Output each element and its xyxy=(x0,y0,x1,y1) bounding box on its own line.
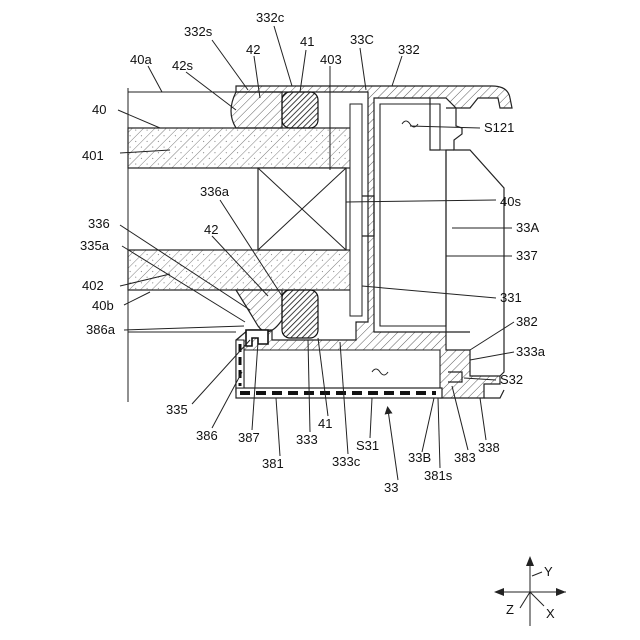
label-41-top: 41 xyxy=(300,34,314,49)
leader-332 xyxy=(392,56,402,86)
label-331: 331 xyxy=(500,290,522,305)
axis-y-arrow xyxy=(526,556,534,566)
leader-338 xyxy=(480,398,486,440)
leader-332c xyxy=(274,26,292,86)
label-41-bottom: 41 xyxy=(318,416,332,431)
leader-S31 xyxy=(370,398,372,438)
label-336: 336 xyxy=(88,216,110,231)
leader-333a xyxy=(470,352,514,360)
label-382: 382 xyxy=(516,314,538,329)
top-gasket-41 xyxy=(282,92,318,128)
label-S32: S32 xyxy=(500,372,523,387)
leader-33B xyxy=(422,398,434,452)
label-S121: S121 xyxy=(484,120,514,135)
label-42s: 42s xyxy=(172,58,193,73)
label-401: 401 xyxy=(82,148,104,163)
inner-cladding-337 xyxy=(446,150,470,332)
label-338: 338 xyxy=(478,440,500,455)
top-seal-42 xyxy=(231,92,282,128)
glass-pane-401 xyxy=(128,128,358,168)
axis-z-leader xyxy=(520,592,530,608)
label-40s: 40s xyxy=(500,194,521,209)
label-333: 333 xyxy=(296,432,318,447)
label-381s: 381s xyxy=(424,468,453,483)
axis-x-leader xyxy=(530,592,544,606)
bottom-gasket-41 xyxy=(282,290,318,338)
axis-y-label: Y xyxy=(544,564,553,579)
label-33B: 33B xyxy=(408,450,431,465)
leader-381s xyxy=(438,398,440,468)
leader-33 xyxy=(388,410,398,480)
leader-42s xyxy=(186,72,236,110)
axis-x-label: X xyxy=(546,606,555,621)
label-33A: 33A xyxy=(516,220,539,235)
label-33: 33 xyxy=(384,480,398,495)
label-386a: 386a xyxy=(86,322,116,337)
axis-x-arrow-right xyxy=(556,588,566,596)
label-337: 337 xyxy=(516,248,538,263)
label-40: 40 xyxy=(92,102,106,117)
label-333a: 333a xyxy=(516,344,546,359)
label-S31: S31 xyxy=(356,438,379,453)
label-332c: 332c xyxy=(256,10,285,25)
leader-33C xyxy=(360,48,366,90)
tail-338 xyxy=(484,390,504,398)
label-333c: 333c xyxy=(332,454,361,469)
label-387: 387 xyxy=(238,430,260,445)
leader-386 xyxy=(212,372,242,428)
outer-cladding-33A xyxy=(446,108,504,376)
leader-381 xyxy=(276,398,280,456)
label-335: 335 xyxy=(166,402,188,417)
label-40b: 40b xyxy=(92,298,114,313)
glass-pane-402 xyxy=(128,250,358,290)
label-402: 402 xyxy=(82,278,104,293)
label-332s: 332s xyxy=(184,24,213,39)
label-381: 381 xyxy=(262,456,284,471)
leader-332s xyxy=(212,40,248,90)
axis-x-arrow-left xyxy=(494,588,504,596)
label-42-bottom: 42 xyxy=(204,222,218,237)
leader-386a xyxy=(124,326,244,330)
leader-40 xyxy=(118,110,160,128)
label-335a: 335a xyxy=(80,238,110,253)
label-40a: 40a xyxy=(130,52,152,67)
label-336a: 336a xyxy=(200,184,230,199)
label-386: 386 xyxy=(196,428,218,443)
axis-indicator: Y Z X xyxy=(494,556,566,626)
bottom-seal-42 xyxy=(236,290,282,332)
label-383: 383 xyxy=(454,450,476,465)
label-332: 332 xyxy=(398,42,420,57)
axis-z-label: Z xyxy=(506,602,514,617)
axis-y-leader xyxy=(532,572,542,576)
leader-382 xyxy=(470,322,514,350)
leader-40a xyxy=(148,66,162,92)
label-403: 403 xyxy=(320,52,342,67)
label-33C: 33C xyxy=(350,32,374,47)
frame-web-331 xyxy=(350,104,362,316)
label-42-top: 42 xyxy=(246,42,260,57)
